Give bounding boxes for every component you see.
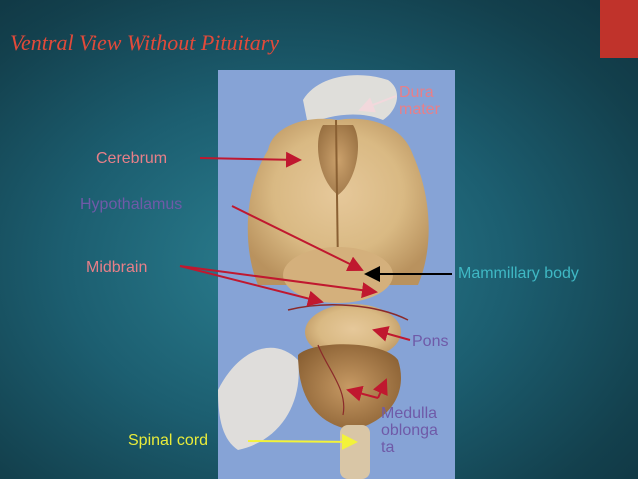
slide-title: Ventral View Without Pituitary — [10, 30, 280, 55]
label-pons: Pons — [412, 333, 449, 350]
label-cerebrum: Cerebrum — [96, 150, 168, 167]
accent-bar — [600, 0, 638, 58]
label-mammillary-body: Mammillary body — [458, 265, 579, 282]
label-hypothalamus: Hypothalamus — [80, 196, 183, 213]
label-spinal-cord: Spinal cord — [128, 432, 209, 449]
label-midbrain: Midbrain — [86, 259, 148, 276]
label-dura-mater: Dura mater — [399, 84, 440, 118]
label-medulla-oblongata: Medulla oblonga ta — [381, 405, 438, 456]
